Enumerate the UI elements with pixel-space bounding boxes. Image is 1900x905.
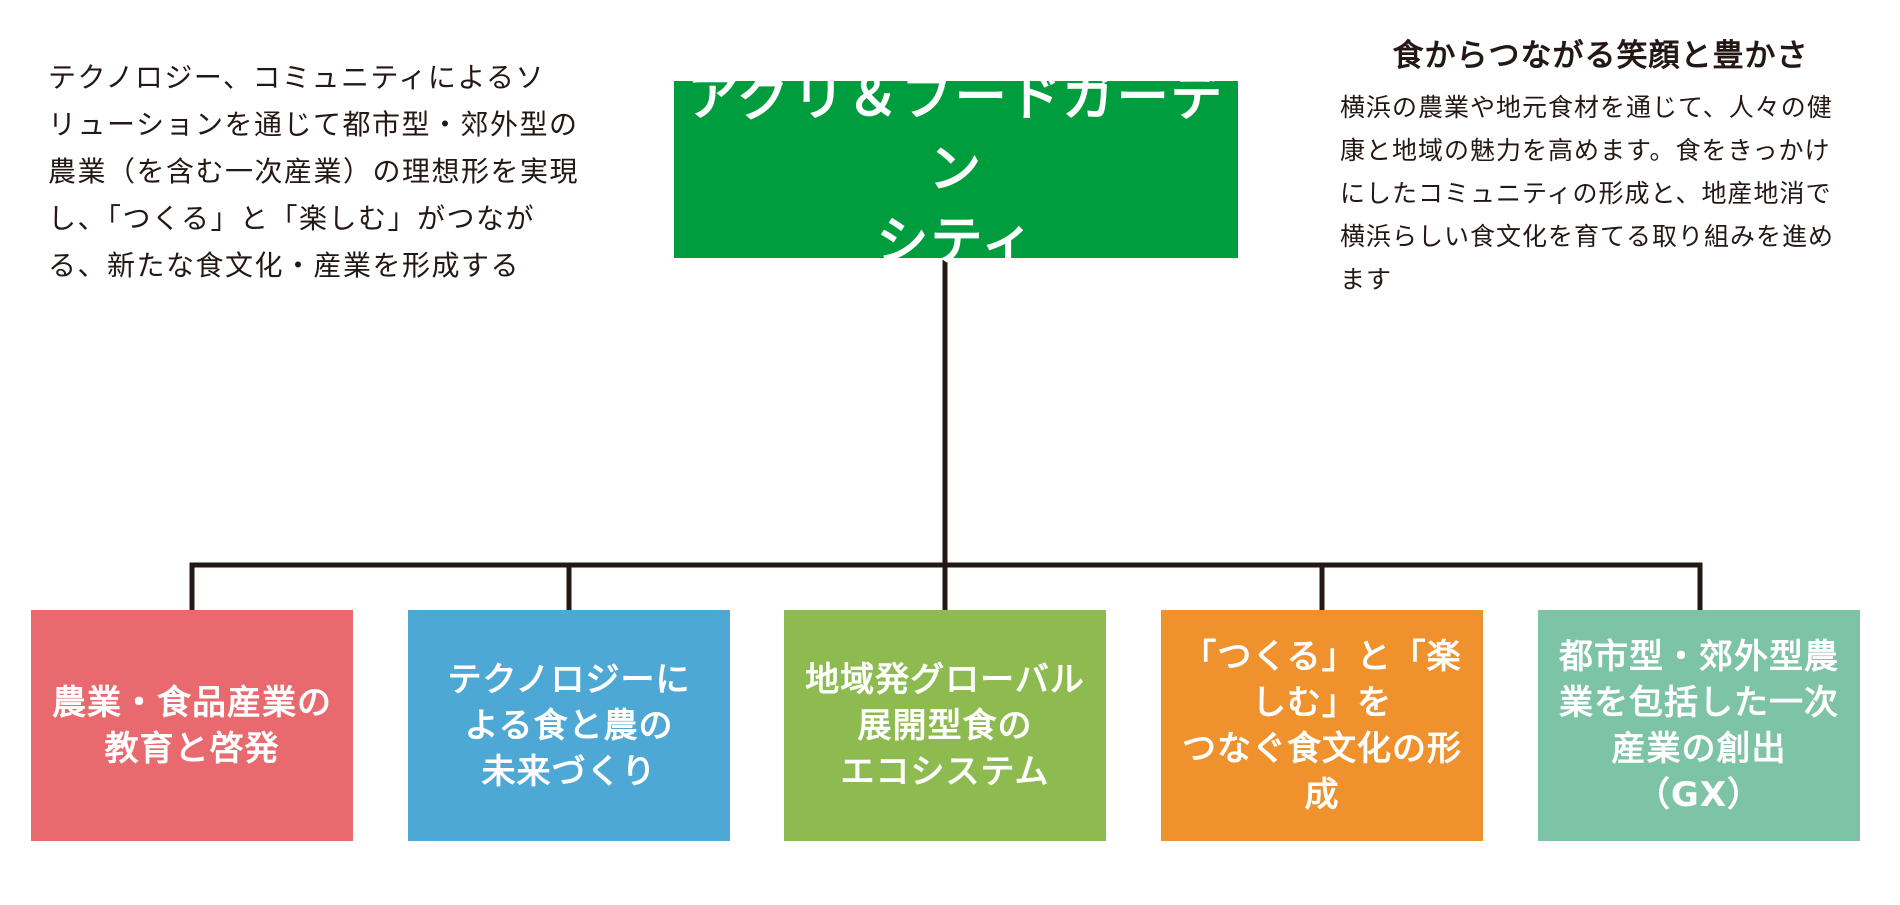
child-node-technology: テクノロジーに よる食と農の 未来づくり: [408, 610, 730, 841]
sub-theme-heading: 食からつながる笑顔と豊かさ: [1392, 38, 1809, 74]
child-node-ecosystem: 地域発グローバル 展開型食の エコシステム: [784, 610, 1106, 841]
sub-theme-description: 横浜の農業や地元食材を通じて、人々の健 康と地域の魅力を高めます。食をきっかけ …: [1340, 93, 1835, 294]
child-node-education: 農業・食品産業の 教育と啓発: [31, 610, 353, 841]
child-node-food-culture: 「つくる」と「楽しむ」を つなぐ食文化の形成: [1161, 610, 1483, 841]
sub-theme-block: 食からつながる笑顔と豊かさ 横浜の農業や地元食材を通じて、人々の健 康と地域の魅…: [1338, 34, 1863, 301]
vision-description: テクノロジー、コミュニティによるソ リューションを通じて都市型・郊外型の 農業（…: [48, 61, 580, 282]
root-node-agri-food-garden-city: アグリ＆フードガーデン シティ: [674, 68, 1238, 272]
child-node-primary-industry-gx: 都市型・郊外型農 業を包括した一次 産業の創出 （GX）: [1538, 610, 1860, 841]
